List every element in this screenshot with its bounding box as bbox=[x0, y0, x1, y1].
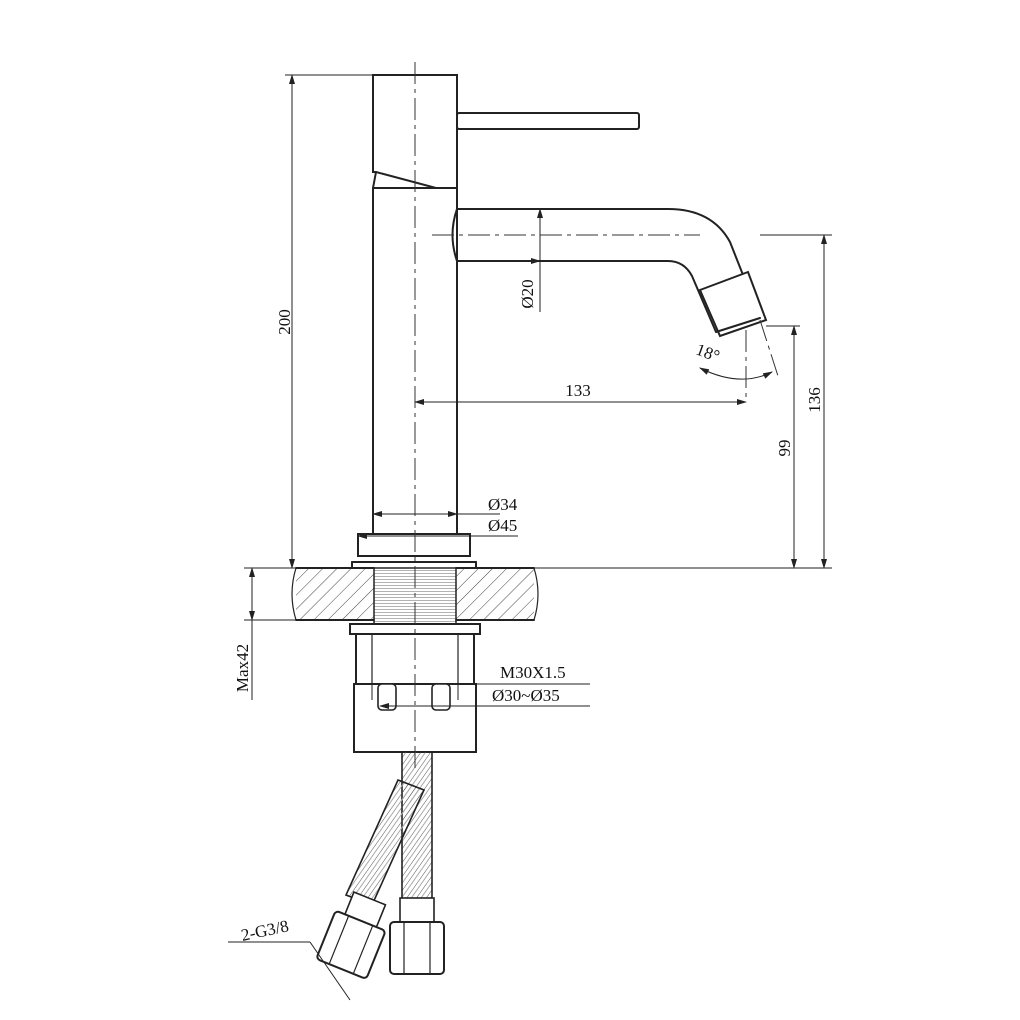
label-spout-angle: 18° bbox=[693, 340, 722, 366]
dimension-lines bbox=[228, 74, 832, 1001]
label-hose-connection: 2-G3/8 bbox=[239, 916, 290, 945]
label-outlet-height: 99 bbox=[775, 440, 794, 457]
label-max-counter: Max42 bbox=[233, 644, 252, 692]
label-spout-diameter: Ø20 bbox=[518, 279, 537, 308]
label-thread: M30X1.5 bbox=[500, 663, 566, 682]
label-spout-height: 136 bbox=[805, 387, 824, 413]
label-total-height: 200 bbox=[275, 309, 294, 335]
label-base-diameter: Ø45 bbox=[488, 516, 517, 535]
faucet-body bbox=[351, 74, 640, 569]
center-lines bbox=[414, 62, 779, 770]
label-hole-range: Ø30~Ø35 bbox=[492, 686, 560, 705]
spout bbox=[451, 208, 768, 338]
mounting-assembly bbox=[316, 623, 481, 979]
label-body-diameter: Ø34 bbox=[488, 495, 518, 514]
label-spout-reach: 133 bbox=[565, 381, 591, 400]
